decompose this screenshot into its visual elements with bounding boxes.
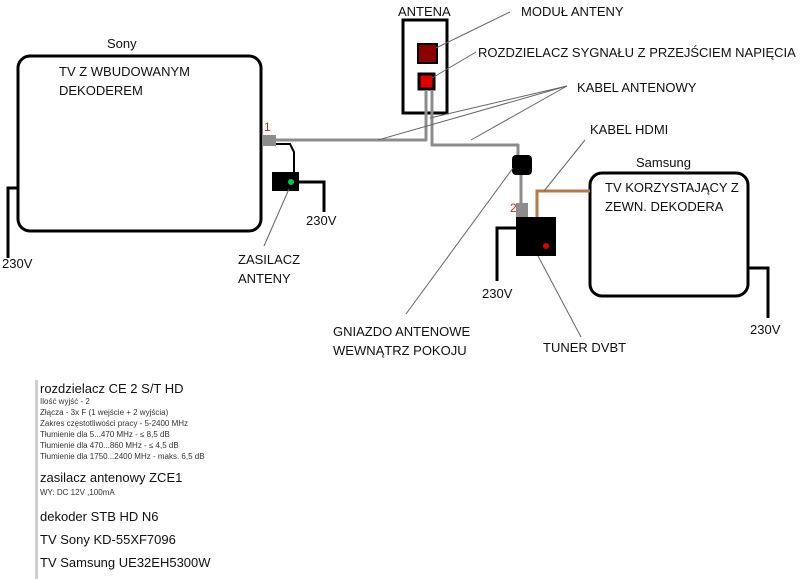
antenna-psu-label-line1: ZASILACZ xyxy=(238,252,301,267)
tv-sony-label: TV Z WBUDOWANYM DEKODEREM xyxy=(59,62,190,100)
tv-samsung-label-line1: TV KORZYSTAJĄCY Z xyxy=(605,180,739,195)
sony-voltage-label: 230V xyxy=(2,256,33,271)
antenna-cables xyxy=(272,90,523,205)
splitter-spec-title: rozdzielacz CE 2 S/T HD xyxy=(40,381,184,396)
tv-sony-label-line1: TV Z WBUDOWANYM xyxy=(59,64,190,79)
psu-cable xyxy=(276,143,295,175)
psu-voltage-label: 230V xyxy=(306,213,337,228)
antenna-psu xyxy=(272,172,299,191)
sony-power-cord xyxy=(6,186,18,258)
wall-socket-label: GNIAZDO ANTENOWE WEWNĄTRZ POKOJU xyxy=(333,322,470,360)
tv-sony-spec-title: TV Sony KD-55XF7096 xyxy=(40,532,176,547)
tuner-box xyxy=(516,217,556,256)
stb-spec-title: dekoder STB HD N6 xyxy=(40,509,159,524)
tv-sony-brand: Sony xyxy=(107,36,137,51)
wall-socket xyxy=(512,155,532,175)
samsung-power-cord xyxy=(748,266,770,318)
psu-led-icon xyxy=(288,179,294,185)
splitter-spec-line: Tłumienie dla 1750...2400 MHz - maks. 6,… xyxy=(40,452,205,461)
antenna-module-label: MODUŁ ANTENY xyxy=(521,4,624,19)
tuner-led-icon xyxy=(543,243,549,249)
wall-socket-label-line2: WEWNĄTRZ POKOJU xyxy=(333,343,467,358)
port-number-1: 1 xyxy=(264,120,271,134)
splitter-spec-line: Tłumienie dla 470...860 MHz - ≤ 4,5 dB xyxy=(40,441,179,450)
port-connector-1 xyxy=(262,135,276,146)
tuner-power-cord xyxy=(495,226,516,281)
psu-spec-line: WY: DC 12V ,100mA xyxy=(40,488,115,497)
antenna-cable-label: KABEL ANTENOWY xyxy=(577,80,697,95)
splitter-label: ROZDZIELACZ SYGNAŁU Z PRZEJŚCIEM NAPIĘCI… xyxy=(478,45,796,60)
port-connector-2 xyxy=(516,203,528,217)
hdmi-cable xyxy=(535,189,590,217)
psu-power-cord xyxy=(299,180,326,212)
tuner-voltage-label: 230V xyxy=(482,286,513,301)
tv-sony-box xyxy=(16,54,263,233)
splitter-icon xyxy=(417,72,436,91)
tuner-label: TUNER DVBT xyxy=(543,340,627,355)
antenna-psu-label-line2: ANTENY xyxy=(238,271,291,286)
antenna-psu-label: ZASILACZ ANTENY xyxy=(238,250,300,288)
splitter-spec-line: Zakres częstotliwości pracy - 5-2400 MHz xyxy=(40,419,189,428)
tv-samsung-label-line2: ZEWN. DEKODERA xyxy=(605,199,724,214)
splitter-spec-line: Tłumienie dla 5...470 MHz - ≤ 8,5 dB xyxy=(40,430,170,439)
antenna-label: ANTENA xyxy=(398,4,451,19)
port-number-2: 2 xyxy=(510,201,517,215)
tv-samsung-label: TV KORZYSTAJĄCY Z ZEWN. DEKODERA xyxy=(605,178,739,216)
splitter-spec-line: Złącza - 3x F (1 wejście + 2 wyjścia) xyxy=(40,408,169,417)
samsung-voltage-label: 230V xyxy=(750,322,781,337)
splitter-spec-line: Ilość wyjść - 2 xyxy=(40,397,90,406)
wall-socket-label-line1: GNIAZDO ANTENOWE xyxy=(333,324,471,339)
tv-samsung-brand: Samsung xyxy=(636,155,691,170)
tv-sony-label-line2: DEKODEREM xyxy=(59,83,143,98)
tv-samsung-box xyxy=(588,171,750,298)
spec-divider xyxy=(35,380,38,579)
tv-samsung-spec-title: TV Samsung UE32EH5300W xyxy=(40,555,211,570)
leader-lines xyxy=(263,11,586,338)
psu-spec-title: zasilacz antenowy ZCE1 xyxy=(40,470,183,485)
hdmi-cable-label: KABEL HDMI xyxy=(590,122,669,137)
antenna-module-icon xyxy=(417,43,438,64)
